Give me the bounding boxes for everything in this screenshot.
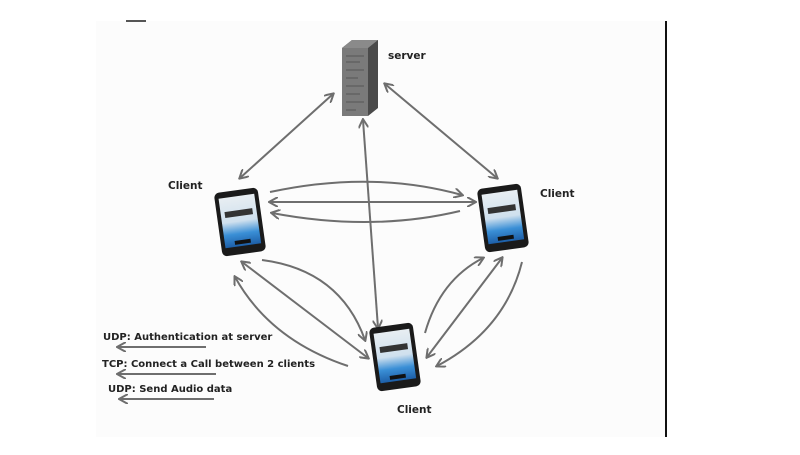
arrow-server-client-left	[240, 94, 333, 178]
right-border-line	[665, 21, 667, 437]
server-label: server	[388, 50, 426, 62]
client-bottom-tablet-icon	[369, 322, 421, 392]
client-right-tablet-icon	[477, 183, 529, 253]
arrows-client-left-client-bottom	[235, 259, 368, 367]
arrow-server-client-bottom	[363, 120, 378, 328]
legend-tcp-call: TCP: Connect a Call between 2 clients	[102, 359, 316, 370]
arrow-server-client-right	[385, 84, 497, 178]
server-tower-icon	[342, 40, 378, 116]
client-bottom-label: Client	[397, 404, 432, 416]
legend-udp-audio: UDP: Send Audio data	[108, 384, 233, 395]
legend-udp-auth: UDP: Authentication at server	[103, 332, 273, 343]
arrows-client-right-client-bottom	[424, 258, 523, 366]
arrows-client-left-client-right	[270, 180, 475, 223]
client-right-label: Client	[540, 188, 575, 200]
top-mark	[126, 20, 146, 22]
client-left-tablet-icon	[214, 187, 266, 257]
client-left-label: Client	[168, 180, 203, 192]
